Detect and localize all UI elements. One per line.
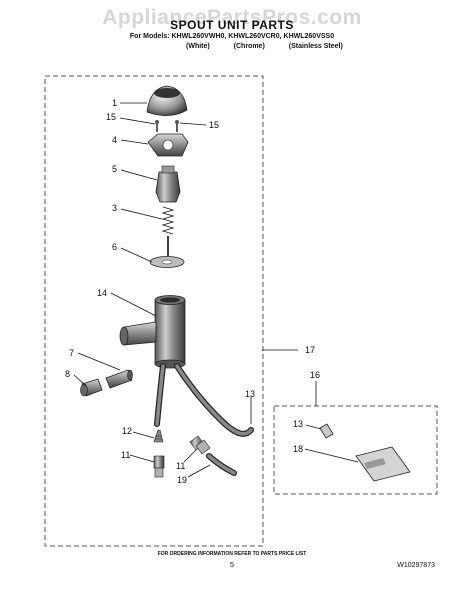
clip-part [319,423,334,439]
callout-11-right: 11 [176,461,185,471]
aerator-sleeve-part [105,369,133,389]
hose-part [206,453,237,476]
kit-boundary [273,405,438,495]
screw-part [155,120,179,132]
page-title: SPOUT UNIT PARTS [170,18,294,32]
finish-chrome: (Chrome) [233,43,265,50]
callout-12: 12 [122,426,132,436]
spring-part [161,206,175,235]
callout-17: 17 [305,345,315,355]
callout-14: 14 [97,288,107,298]
cartridge-part [155,165,181,203]
spout-body-part [119,295,186,369]
finishes-line: (White) (Chrome) (Stainless Steel) [186,43,365,50]
callout-15-left: 15 [106,112,116,122]
callout-18: 18 [293,444,303,454]
page-number: 5 [230,562,234,569]
callout-16: 16 [310,370,320,380]
callout-3: 3 [112,203,117,213]
callout-4: 4 [112,135,117,145]
aerator-part [80,378,103,397]
knob-part [146,85,188,116]
watermark: AppliancePartsPros.com [102,6,362,29]
callout-13-kit: 13 [293,419,303,429]
fitting-part [153,429,164,443]
callout-15-right: 15 [209,120,219,130]
connector-part-right [189,435,211,455]
instruction-sheet-part [355,446,411,482]
callout-5: 5 [112,164,117,174]
callout-7: 7 [69,348,74,358]
callout-8: 8 [65,369,70,379]
finish-stainless: (Stainless Steel) [288,43,343,50]
washer-part [149,256,185,268]
callout-6: 6 [112,242,117,252]
callout-19: 19 [177,475,187,485]
models-line: For Models: KHWL260VWH0, KHWL260VCR0, KH… [129,33,335,40]
callout-13-spout: 13 [245,389,255,399]
connector-part-left [153,455,165,478]
supply-hoses [154,363,254,437]
document-number: W10297873 [397,562,435,569]
bracket-part [147,133,189,157]
callout-1: 1 [112,98,117,108]
ordering-note: FOR ORDERING INFORMATION REFER TO PARTS … [157,551,307,557]
finish-white: (White) [186,43,210,50]
assembly-boundary [44,75,264,547]
callout-11-left: 11 [121,450,130,460]
